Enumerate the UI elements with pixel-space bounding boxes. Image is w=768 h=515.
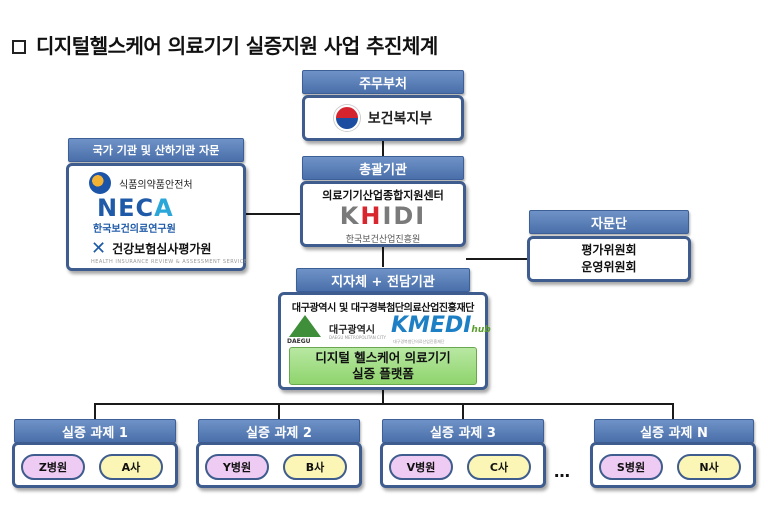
project-box: V병원 C사	[380, 442, 546, 488]
neca-logo: NECA	[97, 194, 174, 222]
daegu-city-subtitle: DAEGU METROPOLITAN CITY	[329, 335, 386, 340]
connector-project-n	[672, 403, 674, 419]
hira-subtitle: HEALTH INSURANCE REVIEW & ASSESSMENT SER…	[91, 259, 248, 265]
khidi-logo: KHIDI	[303, 202, 463, 230]
connector-project-1	[94, 403, 96, 419]
taegeuk-emblem-icon	[333, 105, 360, 131]
national-header: 국가 기관 및 산하기관 자문	[68, 138, 244, 162]
project-header: 실증 과제 2	[198, 419, 360, 443]
company-pill: A사	[99, 454, 163, 480]
hira-emblem-icon: ✕	[91, 238, 107, 259]
ministry-org: 보건복지부	[305, 98, 461, 138]
project-header-label: 실증 과제 N	[640, 425, 708, 441]
project-box: Y병원 B사	[196, 442, 362, 488]
hospital-pill: Z병원	[21, 454, 85, 480]
advisory-box: 평가위원회 운영위원회	[527, 236, 691, 282]
kmedi-hub-logo: KMEDIhub	[391, 313, 491, 338]
daegu-logo: DAEGU	[287, 315, 323, 345]
advisory-item: 운영위원회	[581, 260, 637, 274]
mountain-icon	[289, 315, 321, 337]
advisory-header-label: 자문단	[591, 216, 627, 232]
connector-projects-horizontal	[94, 403, 674, 405]
connector-project-2	[278, 403, 280, 419]
local-org-name: 대구광역시 및 대구경북첨단의료산업진흥재단	[291, 303, 475, 314]
connector-integrated-to-advisory	[466, 258, 529, 260]
platform-line-1: 디지털 헬스케어 의료기기	[315, 350, 451, 365]
hospital-pill: V병원	[389, 454, 453, 480]
neca-logo-accent: A	[154, 194, 174, 222]
hospital-pill: Y병원	[205, 454, 269, 480]
project-box: S병원 N사	[590, 442, 756, 488]
national-header-label: 국가 기관 및 산하기관 자문	[92, 144, 220, 157]
project-header-label: 실증 과제 2	[246, 425, 312, 441]
ellipsis: …	[554, 462, 572, 481]
integrated-header: 총괄기관	[302, 156, 464, 180]
hospital-pill: S병원	[599, 454, 663, 480]
project-header: 실증 과제 N	[594, 419, 754, 443]
project-header-label: 실증 과제 1	[62, 425, 128, 441]
connector-local-to-projects	[382, 390, 384, 404]
demo-platform-banner: 디지털 헬스케어 의료기기 실증 플랫폼	[289, 347, 477, 385]
khidi-logo-h: H	[360, 202, 383, 230]
integrated-header-label: 총괄기관	[359, 162, 407, 178]
mfds-emblem-icon	[89, 172, 111, 194]
ministry-header-label: 주무부처	[359, 76, 407, 92]
kmedi-logo-main: KMEDI	[391, 313, 472, 338]
local-header: 지자체 + 전담기관	[296, 268, 470, 292]
ministry-org-name: 보건복지부	[367, 111, 433, 127]
project-header: 실증 과제 3	[382, 419, 544, 443]
ministry-box: 보건복지부	[302, 95, 464, 141]
project-box: Z병원 A사	[12, 442, 178, 488]
daegu-city-name: 대구광역시	[329, 325, 375, 336]
hira-name: 건강보험심사평가원	[112, 242, 212, 256]
page-title-text: 디지털헬스케어 의료기기 실증지원 사업 추진체계	[36, 34, 438, 58]
connector-integrated-to-local	[382, 247, 384, 267]
kmedi-subtitle: 대구경북첨단의료산업진흥재단	[393, 339, 445, 344]
connector-project-3	[462, 403, 464, 419]
advisory-header: 자문단	[529, 210, 689, 234]
integrated-box: 의료기기산업종합지원센터 KHIDI 한국보건산업진흥원	[300, 181, 466, 247]
company-pill: B사	[283, 454, 347, 480]
daegu-logo-text: DAEGU	[287, 338, 311, 345]
connector-ministry-to-integrated	[382, 140, 384, 156]
checkbox-square-icon	[12, 40, 26, 54]
neca-name: 한국보건의료연구원	[93, 224, 176, 235]
khidi-logo-subtitle: 한국보건산업진흥원	[345, 235, 421, 245]
advisory-list: 평가위원회 운영위원회	[530, 239, 688, 279]
advisory-item: 평가위원회	[581, 243, 637, 257]
platform-line-2: 실증 플랫폼	[352, 366, 414, 381]
khidi-logo-k: K	[339, 202, 361, 230]
khidi-logo-idi: IDI	[382, 202, 427, 230]
mfds-name: 식품의약품안전처	[119, 179, 193, 191]
national-box: 식품의약품안전처 NECA 한국보건의료연구원 ✕ 건강보험심사평가원 HEAL…	[66, 163, 248, 271]
ministry-header: 주무부처	[302, 70, 464, 94]
connector-national-to-integrated	[244, 213, 300, 215]
local-box: 대구광역시 및 대구경북첨단의료산업진흥재단 DAEGU 대구광역시 DAEGU…	[278, 292, 491, 390]
mfds-logo: 식품의약품안전처	[89, 172, 193, 194]
integrated-org-name: 의료기기산업종합지원센터	[322, 189, 444, 202]
project-header: 실증 과제 1	[14, 419, 176, 443]
company-pill: C사	[467, 454, 531, 480]
company-pill: N사	[677, 454, 741, 480]
project-header-label: 실증 과제 3	[430, 425, 496, 441]
hira-logo: ✕ 건강보험심사평가원	[91, 238, 211, 259]
local-header-label: 지자체 + 전담기관	[331, 274, 435, 290]
kmedi-logo-hub: hub	[471, 325, 491, 335]
page-title: 디지털헬스케어 의료기기 실증지원 사업 추진체계	[12, 30, 438, 59]
neca-logo-main: NEC	[97, 194, 155, 222]
